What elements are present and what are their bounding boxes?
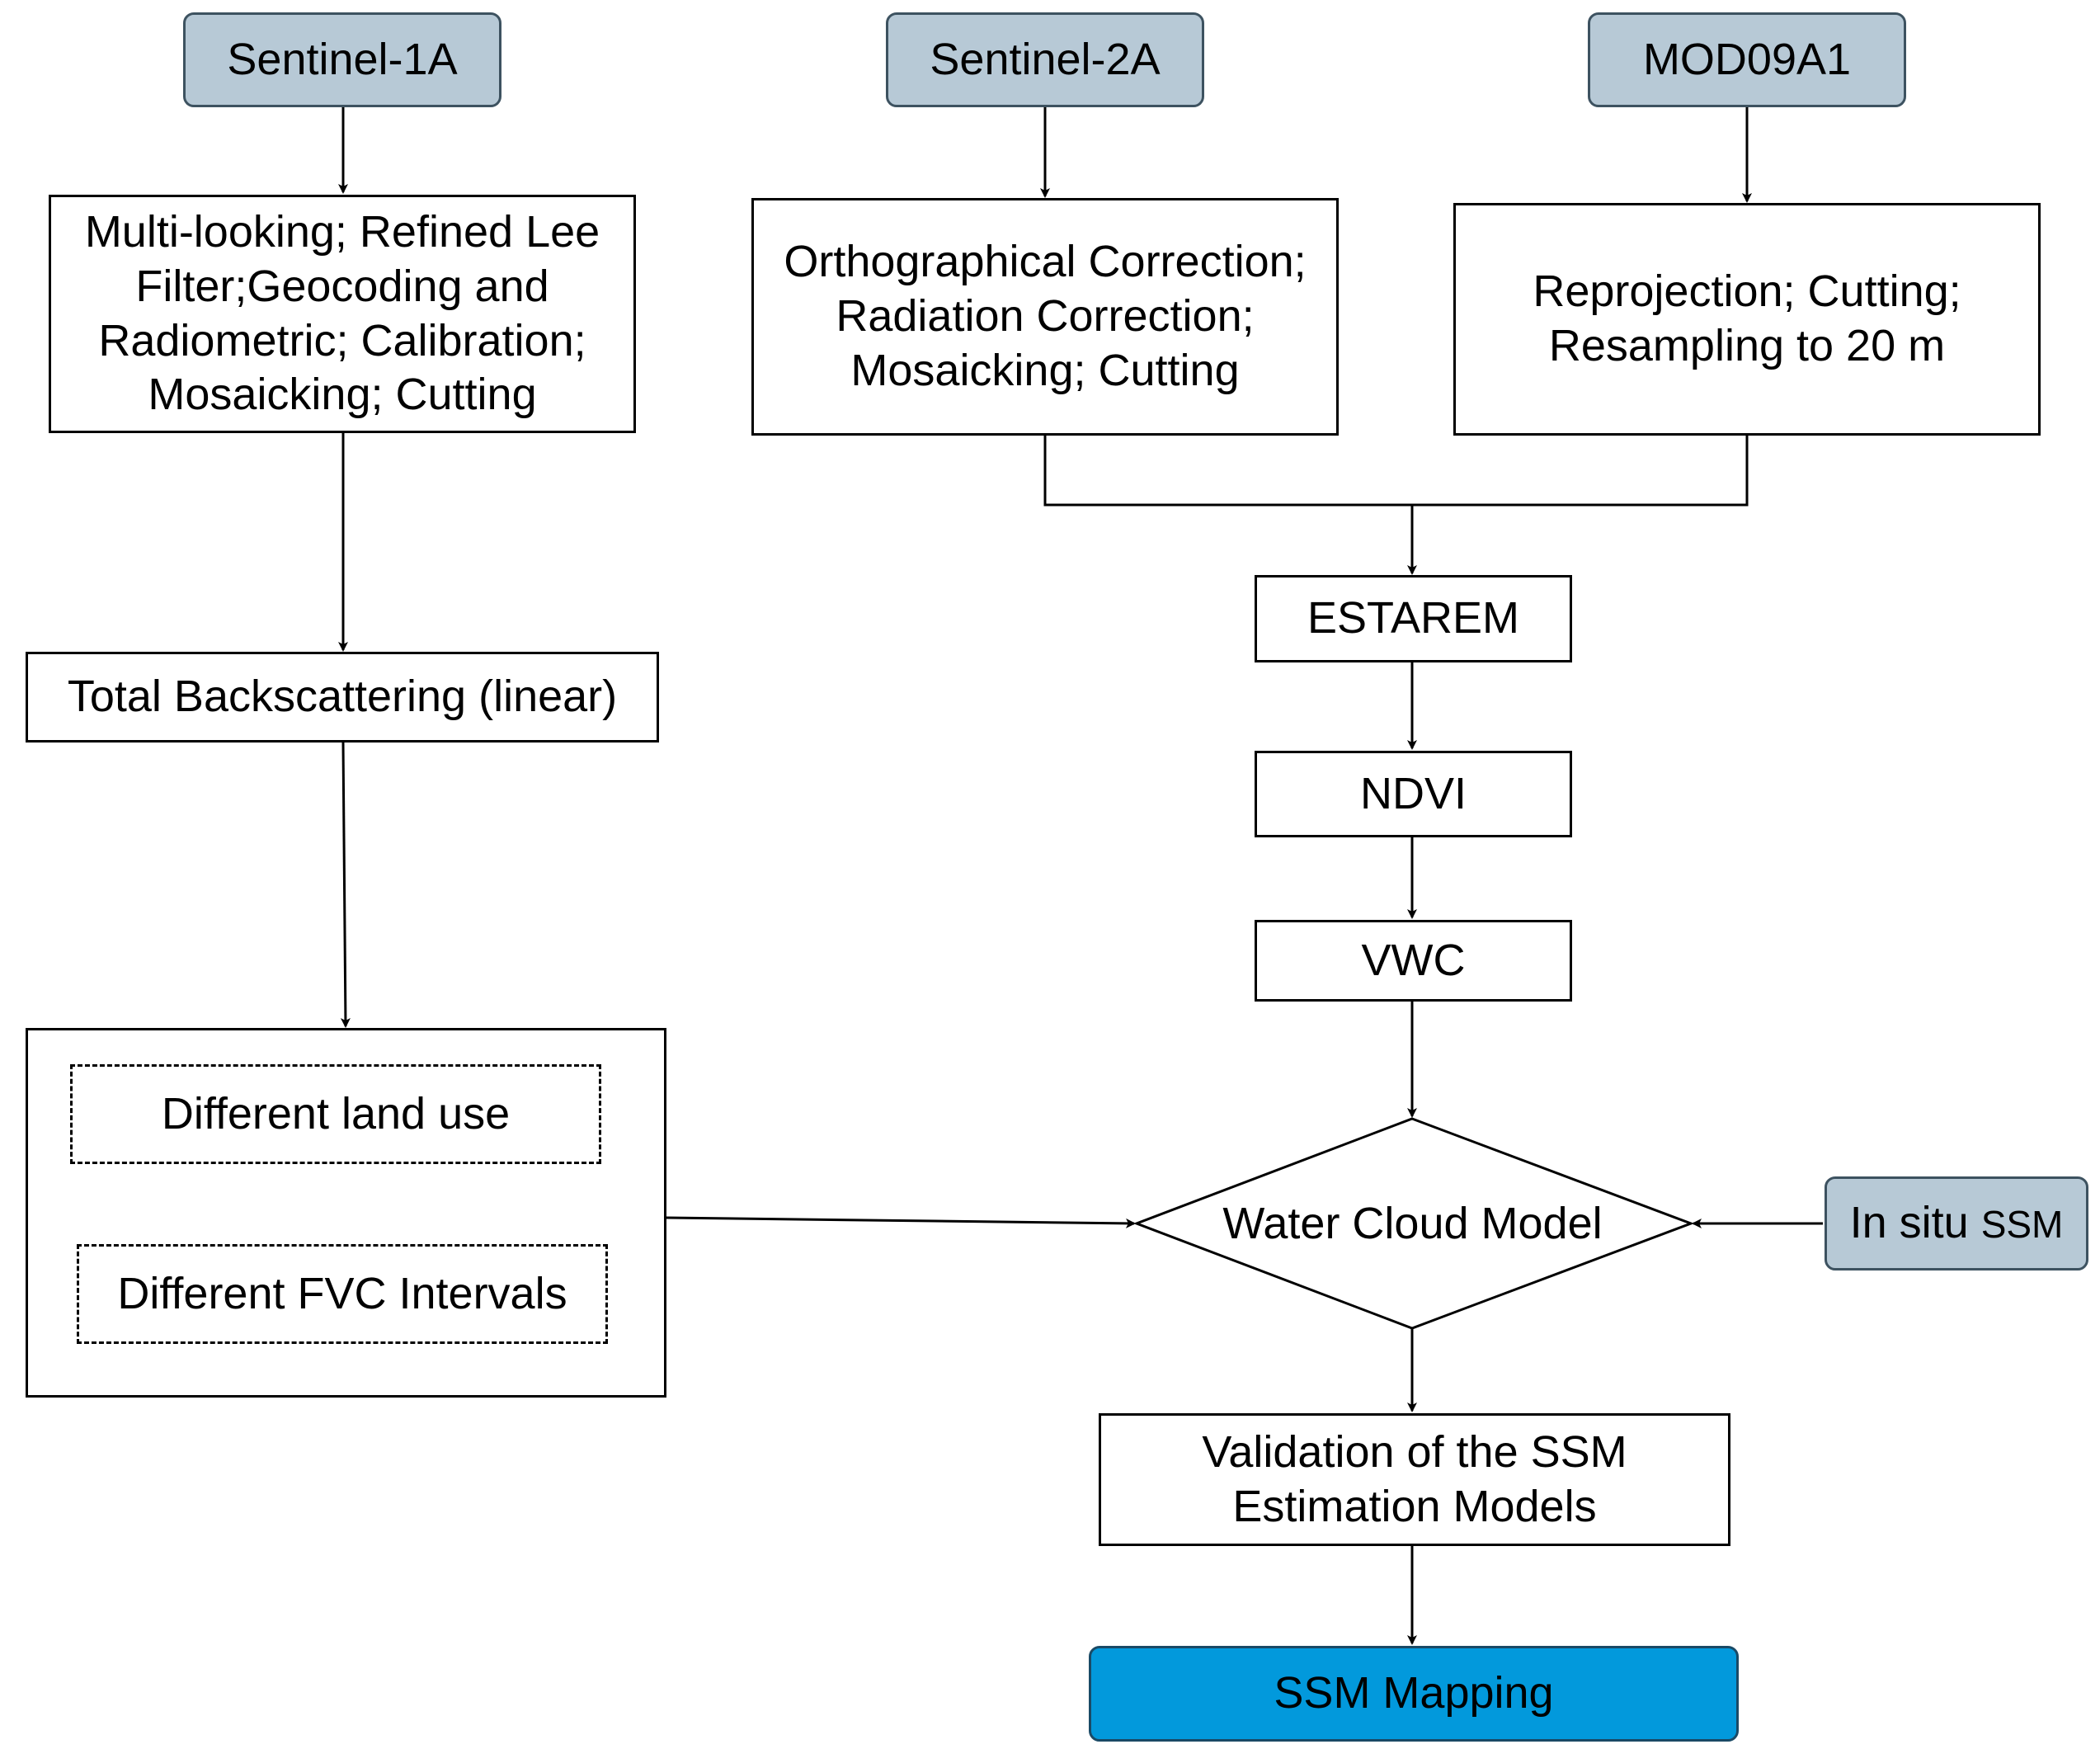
mod-preprocessing-text: Reprojection; Cutting; Resampling to 20 … (1533, 266, 1961, 370)
backscattering-label: Total Backscattering (linear) (67, 672, 618, 722)
ndvi-box: NDVI (1255, 751, 1572, 837)
land-use-box: Different land use (70, 1064, 601, 1164)
sentinel1a-label: Sentinel-1A (227, 34, 458, 84)
fvc-intervals-box: Different FVC Intervals (77, 1244, 608, 1344)
connector-s2-mod-merge (1043, 436, 1749, 507)
validation-box: Validation of the SSM Estimation Models (1099, 1413, 1730, 1546)
mod09a1-source: MOD09A1 (1588, 12, 1906, 107)
mod09a1-label: MOD09A1 (1642, 34, 1852, 84)
in-situ-ssm-source: In situ SSM (1825, 1176, 2088, 1270)
sentinel2a-label: Sentinel-2A (930, 34, 1161, 84)
in-situ-ssm-label: In situ SSM (1850, 1196, 2064, 1251)
vwc-box: VWC (1255, 920, 1572, 1002)
vwc-label: VWC (1361, 935, 1466, 985)
s2-preprocessing-box: Orthographical Correction; Radiation Cor… (751, 198, 1339, 436)
ssm-mapping-label: SSM Mapping (1274, 1668, 1554, 1718)
ssm-mapping-output: SSM Mapping (1089, 1646, 1739, 1742)
s1-preprocessing-box: Multi-looking; Refined Lee Filter;Geocod… (49, 195, 636, 433)
water-cloud-model-label: Water Cloud Model (1222, 1199, 1603, 1248)
sentinel2a-source: Sentinel-2A (886, 12, 1204, 107)
in-situ-label-main: In situ (1849, 1198, 1981, 1248)
sentinel1a-source: Sentinel-1A (183, 12, 501, 107)
mod-preprocessing-box: Reprojection; Cutting; Resampling to 20 … (1453, 203, 2041, 436)
water-cloud-model-label-wrap: Water Cloud Model (1188, 1188, 1637, 1259)
arrow-backscattering-to-grouping (340, 742, 351, 1028)
land-use-label: Different land use (161, 1088, 511, 1138)
s1-preprocessing-text: Multi-looking; Refined Lee Filter;Geocod… (84, 206, 600, 420)
ndvi-label: NDVI (1359, 768, 1467, 818)
estarem-box: ESTAREM (1255, 575, 1572, 662)
in-situ-label-ssm: SSM (1980, 1203, 2064, 1247)
validation-text: Validation of the SSM Estimation Models (1202, 1426, 1627, 1531)
estarem-label: ESTAREM (1307, 593, 1520, 644)
fvc-intervals-label: Different FVC Intervals (117, 1268, 567, 1318)
water-cloud-model-diamond (1132, 1117, 1695, 1330)
backscattering-box: Total Backscattering (linear) (26, 652, 659, 742)
arrow-grouping-to-water-cloud-model (666, 1216, 1136, 1228)
s2-preprocessing-text: Orthographical Correction; Radiation Cor… (784, 237, 1307, 395)
